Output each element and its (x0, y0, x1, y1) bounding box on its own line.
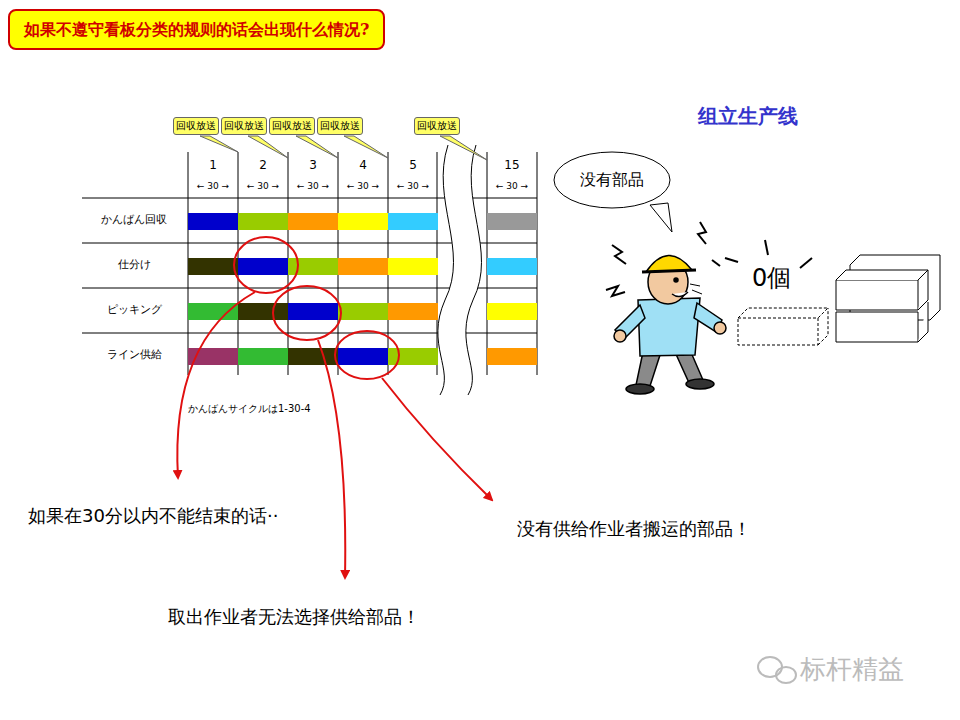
break-line (466, 145, 482, 395)
colour-bar (338, 303, 388, 320)
speech-bubble: 没有部品 (553, 151, 671, 209)
row-label: 仕分け (84, 258, 184, 271)
bubble-text: 没有部品 (580, 170, 644, 189)
note-text: 取出作业者无法选择供给部品！ (168, 606, 420, 628)
colour-bar (188, 213, 238, 230)
worker-figure (614, 255, 726, 394)
colour-bar (487, 213, 537, 230)
watermark: 标杆精益 (800, 654, 904, 685)
colour-bar (288, 303, 338, 320)
colour-bar (487, 258, 537, 275)
callout-tag: 回収放送 (173, 117, 219, 135)
interval-mark: ← 30 → (487, 181, 537, 192)
colour-bar (288, 258, 338, 275)
colour-bar (288, 213, 338, 230)
line-label: 组立生产线 (698, 104, 798, 128)
colour-bar (238, 348, 288, 365)
colour-bar (238, 258, 288, 275)
column-number: 2 (238, 158, 288, 172)
empty-box (738, 308, 828, 345)
column-number: 1 (188, 158, 238, 172)
tag-pointers (200, 136, 487, 160)
colour-bar (487, 348, 537, 365)
callout-tag: 回収放送 (414, 117, 460, 135)
interval-mark: ← 30 → (388, 181, 438, 192)
title-banner: 如果不遵守看板分类的规则的话会出现什么情况? (8, 9, 385, 50)
interval-mark: ← 30 → (188, 181, 238, 192)
sparks (606, 222, 812, 296)
row-label: ライン供給 (84, 348, 184, 361)
colour-bar (388, 303, 438, 320)
column-number: 15 (487, 158, 537, 172)
interval-mark: ← 30 → (238, 181, 288, 192)
note-text: 如果在30分以内不能结束的话·· (28, 505, 328, 527)
count-label: 0個 (752, 264, 791, 293)
colour-bar (388, 348, 438, 365)
break-fill (438, 145, 482, 395)
row-label: かんばん回収 (84, 213, 184, 226)
speech-tail (650, 203, 672, 232)
colour-bar (238, 213, 288, 230)
column-number: 3 (288, 158, 338, 172)
cycle-note: かんばんサイクルは1-30-4 (188, 403, 311, 415)
column-number: 5 (388, 158, 438, 172)
colour-bar (487, 303, 537, 320)
break-line (438, 145, 454, 395)
colour-bar (388, 213, 438, 230)
callout-tag: 回収放送 (221, 117, 267, 135)
colour-bar (338, 213, 388, 230)
callout-tag: 回収放送 (317, 117, 363, 135)
colour-bar (288, 348, 338, 365)
interval-mark: ← 30 → (288, 181, 338, 192)
stacked-boxes (836, 255, 940, 342)
colour-bar (238, 303, 288, 320)
colour-bars (188, 213, 537, 365)
red-callouts (177, 237, 492, 578)
wechat-icon (758, 657, 796, 683)
colour-bar (188, 303, 238, 320)
callout-tag: 回収放送 (269, 117, 315, 135)
interval-mark: ← 30 → (338, 181, 388, 192)
colour-bar (338, 348, 388, 365)
colour-bar (188, 258, 238, 275)
colour-bar (388, 258, 438, 275)
note-text: 没有供给作业者搬运的部品！ (517, 518, 751, 540)
row-label: ピッキング (84, 303, 184, 316)
colour-bar (338, 258, 388, 275)
column-number: 4 (338, 158, 388, 172)
